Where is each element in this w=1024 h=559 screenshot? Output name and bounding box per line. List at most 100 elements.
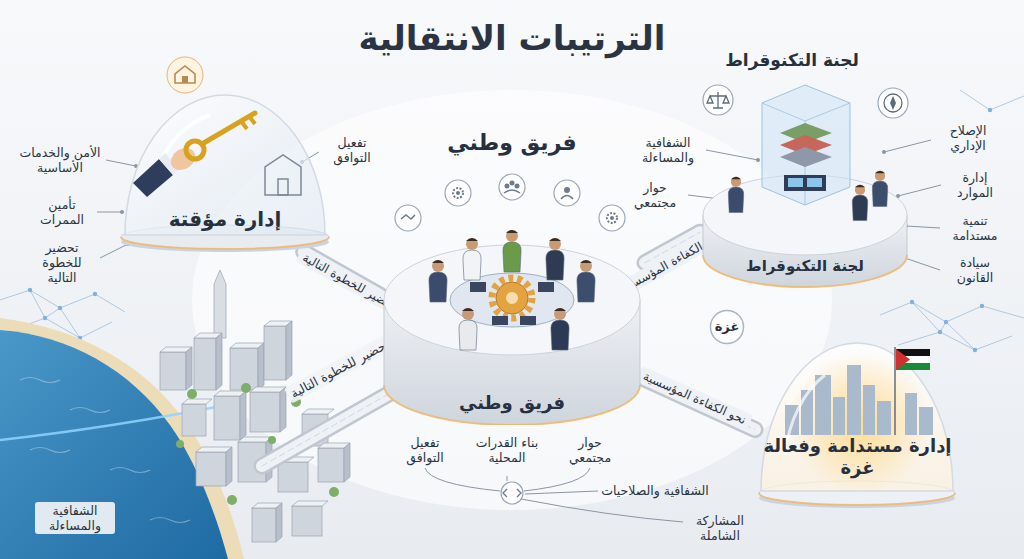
- interim-dome-shape-part: [265, 155, 301, 195]
- label-wrap: تفعيل التوافق: [390, 435, 460, 465]
- city-part: [252, 508, 276, 542]
- node-text-wrap: إدارة مؤقتة: [125, 207, 325, 231]
- waves-part: [70, 408, 110, 413]
- label-wrap: حوار مجتمعي: [624, 180, 686, 210]
- team-platform-shape-part: [551, 308, 569, 350]
- city-part: [160, 352, 186, 390]
- city-part: [226, 447, 232, 486]
- annotation-label: المشاركة الشاملة: [685, 513, 755, 543]
- team-platform-shape-part-part: [504, 190, 520, 193]
- committee-platform-shape-part-part: [731, 177, 741, 187]
- label-wrap: الإصلاح الإداري: [933, 123, 1003, 153]
- committee-platform-shape-part: [872, 171, 887, 207]
- label-wrap: تحضير للخطوة التالية: [27, 240, 97, 285]
- node-text-wrap: لجنة التكنوقراط: [720, 257, 890, 275]
- interim-dome-shape-part: [202, 113, 255, 144]
- node-label: لجنة التكنوقراط: [720, 257, 890, 275]
- team-platform-shape: [380, 170, 645, 425]
- city-part: [214, 270, 226, 338]
- annotation-label: إدارة الموارد: [943, 170, 1007, 200]
- network-dots-left-part: [93, 292, 97, 296]
- label-wrap: سيادة القانون: [942, 255, 1008, 285]
- team-platform-shape-part-part: [456, 191, 460, 195]
- trees-part: [268, 436, 276, 444]
- team-platform-shape-part-part: [546, 250, 564, 280]
- team-platform-shape-part: [520, 316, 536, 325]
- team-platform-shape-part: [459, 308, 477, 350]
- sustainable-dome: إدارة مستدامة وفعالة غزة: [755, 335, 960, 510]
- team-platform-shape-part: [429, 260, 447, 302]
- network-dots-right-part: [944, 320, 948, 324]
- team-platform-shape-part: [463, 238, 481, 280]
- team-platform-shape-part: [506, 292, 518, 304]
- team-platform-shape-part-part: [554, 308, 566, 320]
- committee-platform-shape-part-part: [703, 85, 733, 115]
- team-platform-shape-part: [492, 316, 508, 325]
- annotation-label: تحضير للخطوة التالية: [284, 333, 396, 403]
- team-platform-shape-part-part: [432, 260, 444, 272]
- team-platform-shape-part: [599, 205, 625, 231]
- sea: [0, 330, 228, 559]
- annotation-label: تنمية مستدامة: [942, 213, 1008, 243]
- node-label: إدارة مؤقتة: [125, 207, 325, 231]
- node-text-wrap: فريق وطني: [412, 392, 612, 414]
- team-platform-shape-part-part: [580, 260, 592, 263]
- committee-platform-shape-part-part: [884, 94, 902, 112]
- sustainable-dome-shape-part-part: [919, 407, 933, 435]
- committee-platform-shape-part: [784, 175, 826, 191]
- team-platform-shape-part: [503, 230, 521, 272]
- network-dots-left-part: [58, 306, 62, 310]
- team-platform-shape-part-part: [459, 320, 477, 350]
- team-platform-shape-part: [450, 273, 574, 327]
- leader-lines-part: [906, 226, 940, 228]
- team-platform-shape-part-part: [453, 188, 463, 198]
- team-platform-shape-part-part: [510, 181, 515, 186]
- committee-platform-shape-part: [762, 103, 850, 205]
- light-beam: [0, 404, 232, 440]
- sustainable-dome-shape: [755, 335, 960, 510]
- city-part: [250, 392, 280, 432]
- node-text-wrap: غزة: [709, 319, 745, 335]
- label-wrap: تنمية مستدامة: [942, 213, 1008, 243]
- annotation-label: حوار مجتمعي: [557, 435, 623, 465]
- edge-label: نحو الكفاءة المؤسسية: [636, 366, 753, 430]
- city-part: [214, 396, 240, 440]
- committee-platform-shape-part: [807, 178, 822, 187]
- network-dots-right-part: [910, 300, 914, 304]
- city-bridge: [262, 392, 392, 466]
- bottom-hub: [501, 482, 523, 504]
- interim-dome-shape-part: [167, 57, 203, 93]
- annotation-label: تفعيل التوافق: [320, 135, 384, 165]
- city-part: [344, 443, 350, 482]
- interim-dome: إدارة مؤقتة: [115, 55, 335, 252]
- bottom-hub-glyph: [503, 489, 521, 497]
- committee-platform-shape-part: [703, 175, 907, 255]
- sustainable-dome-shape-part-part: [877, 401, 891, 435]
- team-platform-shape-part-part: [506, 230, 518, 233]
- sustainable-dome-shape-part: [785, 365, 933, 435]
- annotation-label: بناء القدرات المحلية: [468, 435, 546, 465]
- team-platform-shape-part-part: [499, 174, 525, 200]
- trees-part: [227, 495, 237, 505]
- team-platform-shape-part: [496, 282, 528, 314]
- label-wrap: بناء القدرات المحلية: [468, 435, 546, 465]
- leader-lines-part: [106, 160, 136, 166]
- city: [160, 270, 350, 542]
- network-right-part: [880, 302, 1024, 322]
- team-platform-shape-part: [554, 180, 580, 206]
- interim-dome-shape-part: [125, 95, 325, 235]
- diagram-title: الترتيبات الانتقالية: [359, 18, 666, 59]
- network-right-part: [898, 332, 1012, 350]
- beach: [0, 318, 244, 559]
- city-part: [318, 448, 344, 482]
- place-circle: غزة: [709, 309, 745, 345]
- waves: [20, 378, 190, 523]
- network-dots-right-part: [973, 348, 977, 352]
- label-wrap: الشفافية والصلاحيات: [601, 483, 709, 498]
- city-bridge-part: [262, 392, 392, 466]
- node-text-wrap: لجنة التكنوقراط: [667, 50, 917, 70]
- network-dots-left-part: [28, 288, 32, 292]
- node-heading: لجنة التكنوقراط: [667, 50, 917, 70]
- team-platform-shape-part-part: [503, 242, 521, 272]
